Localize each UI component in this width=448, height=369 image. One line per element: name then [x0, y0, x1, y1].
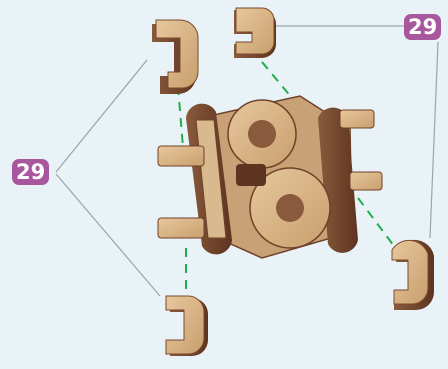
leader-line-left-to-top-part — [56, 60, 147, 172]
guide-top-right — [262, 62, 292, 98]
part-number-badge-left: 29 — [12, 159, 49, 185]
assembly-inner-joint — [236, 164, 266, 186]
assembly-right-tab-top — [340, 110, 374, 128]
assembly-left-tab-top — [158, 146, 204, 166]
c-clip-part-top-left — [152, 20, 198, 94]
cube-assembly — [158, 96, 382, 258]
c-clip-part-top-right — [234, 8, 276, 58]
assembly-left-tab-bottom — [158, 218, 204, 238]
c-clip-part-right — [392, 240, 434, 310]
leader-line-left-to-bottom-part — [56, 174, 160, 296]
assembly-front-ring-hole — [276, 194, 304, 222]
assembly-top-ring-hole — [248, 120, 276, 148]
guide-right — [358, 198, 394, 246]
leader-line-right-to-side-part — [430, 42, 438, 238]
assembly-right-tab-bottom — [350, 172, 382, 190]
c-clip-part-bottom — [166, 296, 208, 356]
part-number-badge-right: 29 — [404, 14, 441, 40]
